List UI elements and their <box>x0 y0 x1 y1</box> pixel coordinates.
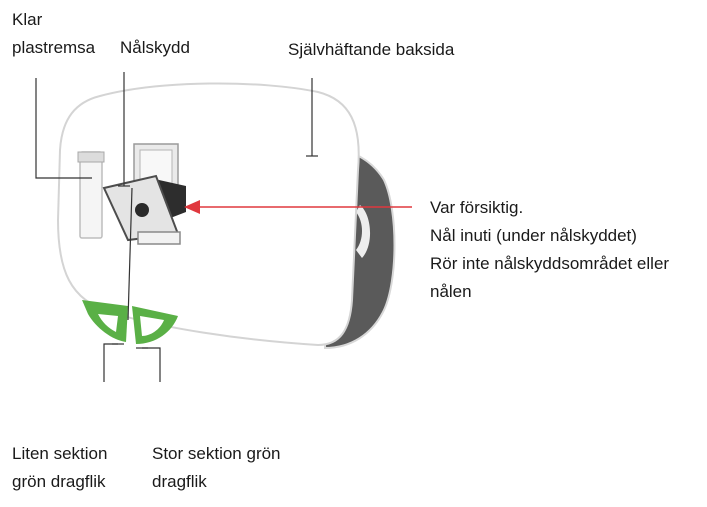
label-warning: Var försiktig. Nål inuti (under nålskydd… <box>430 194 669 306</box>
label-liten-sektion: Liten sektion grön dragflik <box>12 440 107 496</box>
leader-stor-sektion <box>142 347 161 382</box>
label-stor-sektion: Stor sektion grön dragflik <box>152 440 281 496</box>
leader-needle-extra <box>127 187 133 321</box>
liten-line1: Liten sektion <box>12 444 108 463</box>
large-green-tab-hole <box>140 316 164 336</box>
stor-line2: dragflik <box>152 472 207 491</box>
clear-plastic-strip-top <box>77 151 105 163</box>
label-klar-line1: Klar <box>12 10 43 29</box>
warning-line1: Var försiktig. <box>430 198 524 217</box>
label-klar-line2: plastremsa <box>12 38 96 57</box>
small-green-tab-hole <box>98 314 118 332</box>
warning-line2: Nål inuti (under nålskyddet) <box>430 226 637 245</box>
leader-klar-plastremsa <box>35 78 92 179</box>
needle-housing-bottom <box>137 231 181 245</box>
liten-line2: grön dragflik <box>12 472 106 491</box>
device-body <box>56 82 360 347</box>
label-nalskydd: Nålskydd <box>120 38 190 57</box>
needle-cover-hole <box>135 203 149 217</box>
label-klar-plastremsa: Klar plastremsa <box>12 6 95 62</box>
leader-lines <box>35 72 318 382</box>
label-sjalvhaftande-baksida: Självhäftande baksida <box>288 40 455 59</box>
stor-line1: Stor sektion grön <box>152 444 281 463</box>
warning-arrow-head <box>184 200 200 214</box>
warning-line4: nålen <box>430 282 472 301</box>
leader-liten-sektion <box>103 343 118 382</box>
device-side-highlight <box>356 205 371 258</box>
warning-line3: Rör inte nålskyddsområdet eller <box>430 254 670 273</box>
clear-plastic-strip <box>79 151 103 239</box>
